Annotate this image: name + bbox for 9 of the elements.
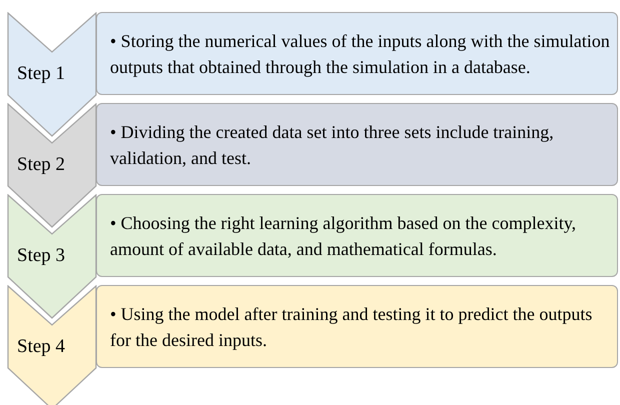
step-description: • Dividing the created data set into three sets include training, validation, and test.: [110, 120, 555, 170]
step-label: Step 4: [17, 335, 66, 359]
step-description: • Choosing the right learning algorithm based on the complexity, amount of available data, and mathematical formulas.: [110, 212, 578, 260]
step-label: Step 1: [17, 62, 66, 86]
step-description: • Storing the numerical values of the inputs along with the simulation outputs that obtained through the simulation in a database.: [110, 30, 611, 79]
step-description-box: [96, 103, 618, 186]
step-label: Step 3: [17, 244, 66, 268]
step-description: • Using the model after training and testing it to predict the outputs for the desired inputs.: [110, 302, 594, 352]
step-label: Step 2: [17, 153, 66, 177]
